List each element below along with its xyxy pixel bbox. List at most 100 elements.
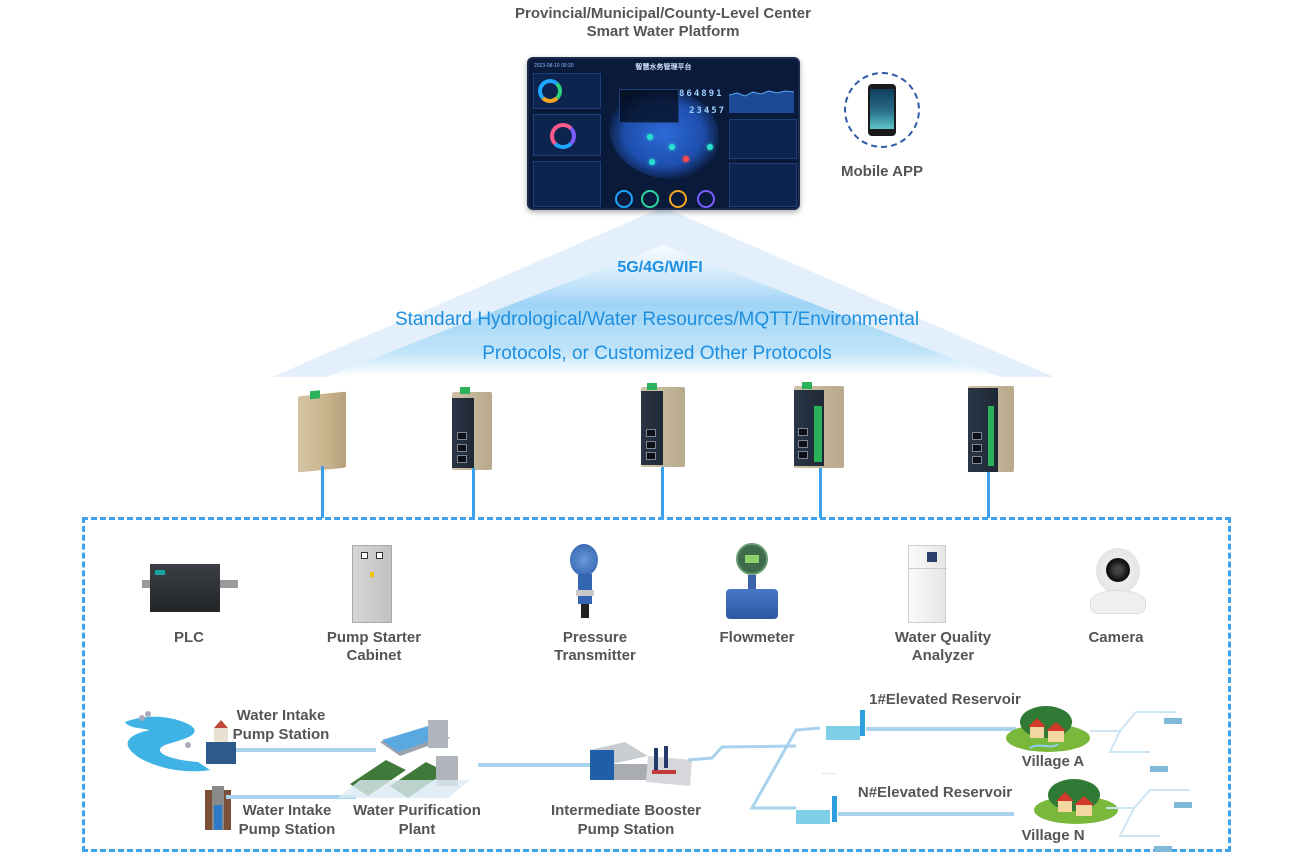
village-a-icon <box>1006 706 1090 752</box>
camera-base <box>1090 590 1146 614</box>
gauge-icon <box>669 190 687 208</box>
label-line1: Water Purification <box>353 802 481 819</box>
platform-title-line1: Provincial/Municipal/County-Level Center <box>515 5 811 22</box>
analyzer-divider <box>909 568 947 569</box>
label-line1: Water Intake <box>242 802 332 819</box>
gauge-meter <box>376 552 383 559</box>
pipe-reservoir-n-village-n <box>838 812 1014 816</box>
flowmeter-pipe <box>726 589 778 619</box>
gateway-link-line <box>819 468 822 518</box>
transmitter-head <box>570 544 598 576</box>
ethernet-port <box>646 452 656 460</box>
device-label-pressure-transmitter: Pressure Transmitter <box>520 629 670 665</box>
flowmeter-display <box>745 555 759 563</box>
device-label-plc: PLC <box>114 629 264 647</box>
ethernet-port <box>646 441 656 449</box>
pipe-plant-booster <box>478 763 590 767</box>
terminal-block <box>814 406 822 462</box>
device-label-line1: PLC <box>174 629 204 646</box>
village-n-label: Village N <box>1021 827 1085 844</box>
trend-area <box>729 91 794 113</box>
plc-icon <box>142 562 238 614</box>
label-line1: Intermediate Booster <box>550 802 702 819</box>
gauge-icon <box>641 190 659 208</box>
map-alarm-marker-icon <box>683 156 689 162</box>
ethernet-port <box>972 456 982 464</box>
dashboard-panel-table <box>533 161 601 207</box>
gateway-device-4[interactable] <box>794 382 844 468</box>
mobile-app-circle <box>844 72 920 148</box>
gateway-device-2[interactable] <box>452 387 492 470</box>
device-label-line2: Cabinet <box>346 647 402 664</box>
device-label-line1: Flowmeter <box>719 629 795 646</box>
camera-icon <box>1090 548 1146 616</box>
analyzer-screen <box>927 552 937 562</box>
pipe-intake-1 <box>236 748 376 752</box>
terminal-block <box>460 387 470 394</box>
device-label-flowmeter: Flowmeter <box>682 629 832 647</box>
water-quality-analyzer-icon <box>908 545 947 623</box>
village-n-icon <box>1034 779 1118 824</box>
dashboard-panel-list <box>729 163 797 207</box>
transmitter-collar <box>576 590 594 596</box>
camera-body <box>1096 548 1140 594</box>
device-label-line2: Transmitter <box>554 647 636 664</box>
purification-plant-label: Water Purification Plant <box>344 801 490 839</box>
label-line2: Pump Station <box>238 821 336 838</box>
ethernet-port <box>457 455 467 463</box>
gateway-device-5[interactable] <box>968 386 1014 472</box>
pump-starter-cabinet-icon <box>352 545 392 623</box>
ethernet-port <box>798 451 808 459</box>
label-line2: Pump Station <box>232 726 330 743</box>
transmitter-neck <box>578 574 592 604</box>
warning-sign <box>370 572 374 577</box>
booster-station-label: Intermediate Booster Pump Station <box>538 801 714 839</box>
gateway-link-line <box>661 467 664 518</box>
flowmeter-neck <box>748 575 756 589</box>
trend-area-chart <box>729 90 794 113</box>
distribution-branch-a <box>1090 711 1176 732</box>
ethernet-port <box>457 432 467 440</box>
terminal-block <box>647 383 657 390</box>
ethernet-port <box>457 444 467 452</box>
reservoir-1-tower <box>860 710 865 736</box>
device-label-line2: Analyzer <box>911 647 975 664</box>
smart-water-dashboard[interactable]: 2023-08-10 09:30 智慧水务管理平台 864891 23457 <box>527 57 800 210</box>
ellipsis-reservoirs: ...... <box>822 766 838 776</box>
reservoir-n-label: N#Elevated Reservoir <box>857 784 1013 801</box>
reservoir-n-tower <box>832 796 837 822</box>
gauge-icon <box>697 190 715 208</box>
pressure-transmitter-icon <box>566 544 606 624</box>
river-shape <box>125 716 210 772</box>
dashboard-title: 智慧水务管理平台 <box>635 64 692 71</box>
dashboard-panel-alerts <box>729 119 797 159</box>
purification-plant-icon <box>338 720 470 798</box>
device-label-line1: Pressure <box>562 629 628 646</box>
reservoir-n-icon <box>796 810 830 824</box>
donut-chart-icon <box>550 123 576 149</box>
terminal-block <box>802 382 812 389</box>
ethernet-port <box>972 444 982 452</box>
gateway-device-3[interactable] <box>641 383 685 467</box>
pipe-branch <box>749 726 821 810</box>
device-label-line1: Water Quality <box>894 629 992 646</box>
device-label-water-quality-analyzer: Water Quality Analyzer <box>868 629 1018 665</box>
device-label-line1: Pump Starter <box>326 629 422 646</box>
device-label-line1: Camera <box>1088 629 1144 646</box>
platform-title: Provincial/Municipal/County-Level Center… <box>440 5 886 41</box>
gateway-link-line <box>472 468 475 518</box>
device-label-pump-starter-cabinet: Pump Starter Cabinet <box>299 629 449 665</box>
ethernet-port <box>798 440 808 448</box>
camera-lens <box>1106 558 1130 582</box>
smartphone-icon[interactable] <box>868 84 896 136</box>
flowmeter-display-housing <box>736 543 768 575</box>
dashboard-counter-2: 23457 <box>689 106 727 116</box>
dashboard-panel-stats <box>533 114 601 156</box>
reservoir-1-icon <box>826 726 860 740</box>
ethernet-port <box>972 432 982 440</box>
map-marker-icon <box>707 144 713 150</box>
gateway-link-line <box>987 472 990 518</box>
label-line2: Pump Station <box>577 821 675 838</box>
